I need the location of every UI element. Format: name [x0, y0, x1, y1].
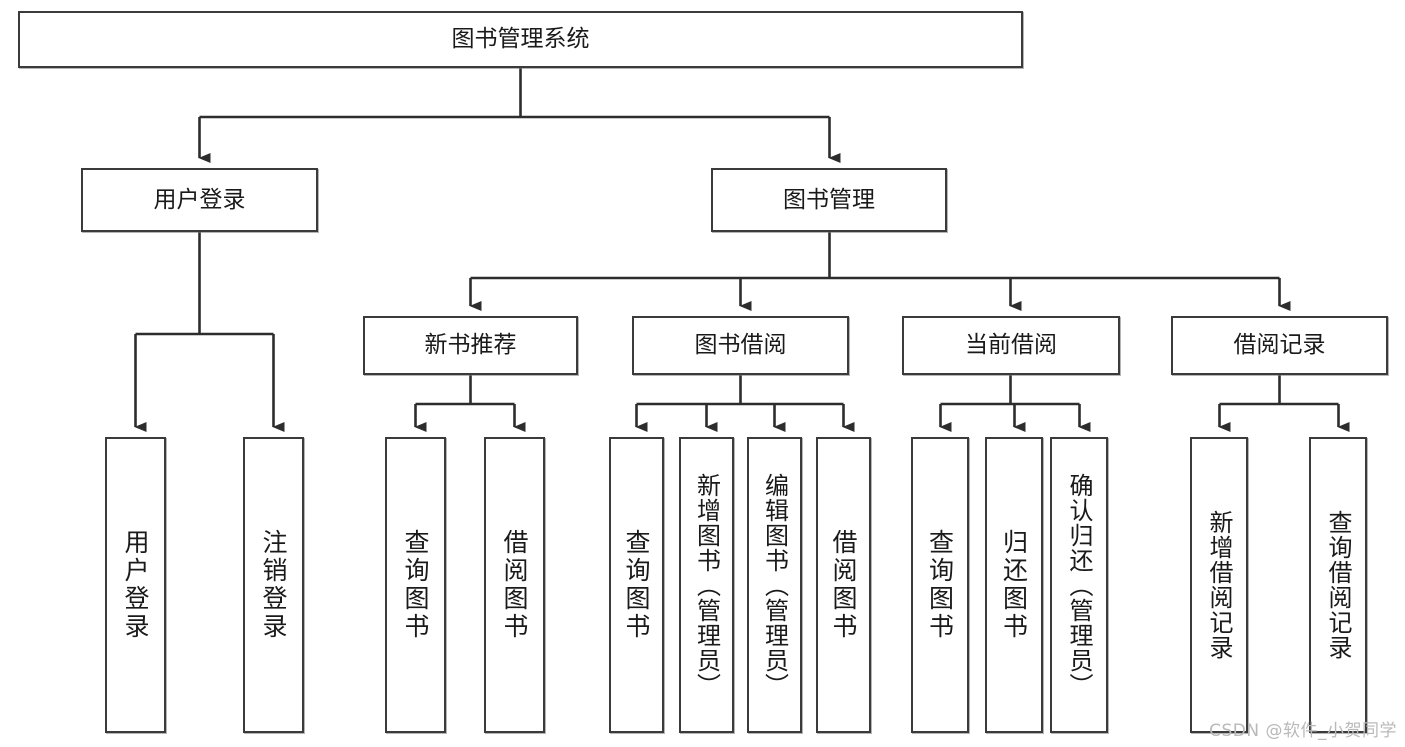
- node-root[interactable]: 图书管理系统: [18, 11, 1023, 68]
- leaf-node[interactable]: 查询借阅记录: [1309, 437, 1367, 733]
- node-borrow-record-label: 借阅记录: [1233, 332, 1326, 359]
- leaf-node-label: 查询借阅记录: [1324, 510, 1352, 660]
- leaf-node[interactable]: 编辑图书（管理员）: [747, 437, 802, 733]
- leaf-node-label: 编辑图书（管理员）: [760, 472, 789, 698]
- leaf-node-label: 新增借阅记录: [1205, 510, 1233, 660]
- node-borrow-record[interactable]: 借阅记录: [1171, 316, 1388, 375]
- leaf-node-label: 新增图书（管理员）: [692, 472, 721, 698]
- leaf-node[interactable]: 归还图书: [985, 437, 1043, 733]
- leaf-node[interactable]: 查询图书: [385, 437, 446, 733]
- leaf-node[interactable]: 确认归还（管理员）: [1050, 437, 1108, 733]
- node-user-login[interactable]: 用户登录: [81, 168, 318, 232]
- leaf-node-label: 归还图书: [999, 529, 1029, 641]
- csdn-watermark: CSDN @软件_小贺同学: [1209, 721, 1397, 741]
- leaf-node[interactable]: 查询图书: [911, 437, 969, 733]
- node-root-label: 图书管理系统: [451, 26, 590, 53]
- node-current-borrow[interactable]: 当前借阅: [902, 316, 1120, 375]
- leaf-node[interactable]: 注销登录: [243, 437, 304, 733]
- leaf-node[interactable]: 借阅图书: [484, 437, 545, 733]
- node-current-borrow-label: 当前借阅: [965, 332, 1057, 359]
- node-book-management-label: 图书管理: [783, 186, 875, 213]
- leaf-node-label: 注销登录: [259, 529, 288, 641]
- leaf-node-label: 借阅图书: [500, 529, 529, 641]
- leaf-node[interactable]: 借阅图书: [816, 437, 871, 733]
- leaf-node[interactable]: 新增图书（管理员）: [679, 437, 734, 733]
- leaf-node[interactable]: 用户登录: [105, 437, 166, 733]
- node-book-borrow-label: 图书借阅: [694, 332, 787, 359]
- node-new-book-recommend-label: 新书推荐: [424, 332, 517, 359]
- node-book-borrow[interactable]: 图书借阅: [632, 316, 849, 375]
- leaf-node-label: 查询图书: [622, 529, 651, 641]
- leaf-node-label: 查询图书: [401, 529, 430, 641]
- leaf-node-label: 用户登录: [121, 529, 150, 641]
- node-book-management[interactable]: 图书管理: [711, 168, 947, 232]
- leaf-node-label: 借阅图书: [829, 529, 858, 641]
- node-user-login-label: 用户登录: [153, 186, 246, 213]
- leaf-node[interactable]: 新增借阅记录: [1190, 437, 1248, 733]
- node-new-book-recommend[interactable]: 新书推荐: [363, 316, 578, 375]
- leaf-node-label: 查询图书: [925, 529, 955, 641]
- leaf-node[interactable]: 查询图书: [609, 437, 664, 733]
- leaf-node-label: 确认归还（管理员）: [1065, 472, 1093, 698]
